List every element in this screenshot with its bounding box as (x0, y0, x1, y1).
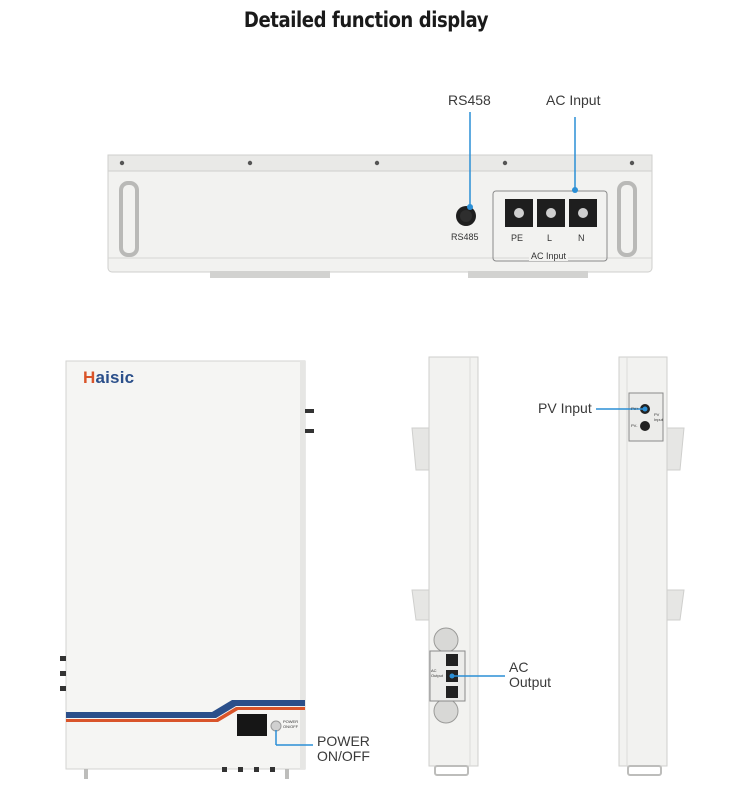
pv-panel-label-line1: PV (654, 412, 660, 417)
terminal-pe-label: PE (511, 233, 524, 243)
side-left-view-chassis (411, 356, 505, 776)
side-right-view-chassis (596, 356, 685, 776)
rs485-port (456, 206, 476, 226)
power-callout-line2: ON/OFF (317, 748, 370, 764)
terminal-group-label: AC Input (529, 251, 569, 261)
pv-minus-label: PV- (631, 423, 638, 428)
terminal-l-label: L (547, 233, 553, 243)
ac-output-callout-line2: Output (509, 674, 552, 690)
ac-output-panel-label-line2: Output (431, 673, 444, 678)
brand-logo: Haisic (83, 368, 134, 388)
rs485-port-label: RS485 (451, 232, 479, 242)
power-callout-line1: POWER (317, 733, 370, 749)
power-switch-label-line1: POWER (283, 719, 299, 724)
ac-input-callout-label: AC Input (546, 92, 601, 108)
page-title: Detailed function display (243, 8, 489, 32)
pv-panel-label-line2: Input (654, 417, 663, 422)
brand-logo-text: aisic (95, 368, 135, 387)
ac-output-callout-line1: AC (509, 659, 529, 675)
power-switch-label-line2: ON/OFF (283, 724, 299, 729)
pv-plus-label: PV+ (631, 406, 639, 411)
brand-logo-letter: H (83, 368, 96, 387)
ac-output-panel-label-line1: AC (431, 668, 437, 673)
terminal-n-label: N (578, 233, 585, 243)
top-callout-lines (467, 112, 578, 210)
ac-input-terminal-box (492, 190, 608, 262)
top-view-chassis (107, 154, 653, 278)
rs-callout-label: RS458 (448, 92, 491, 108)
pv-input-callout-label: PV Input (538, 400, 592, 416)
front-view-chassis (60, 360, 314, 779)
